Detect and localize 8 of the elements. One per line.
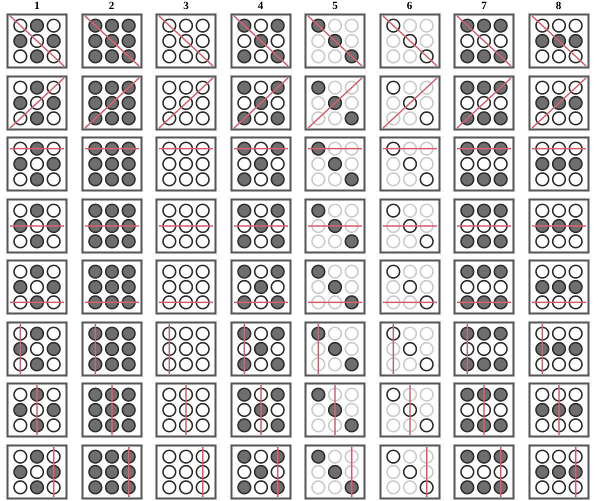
column-number: 4 [256,0,264,12]
column-number: 1 [33,0,41,12]
column-number: 5 [331,0,339,12]
column-number: 8 [554,0,562,12]
column-number: 7 [480,0,488,12]
column-number: 3 [182,0,190,12]
column-number: 6 [406,0,414,12]
column-number: 2 [108,0,116,12]
